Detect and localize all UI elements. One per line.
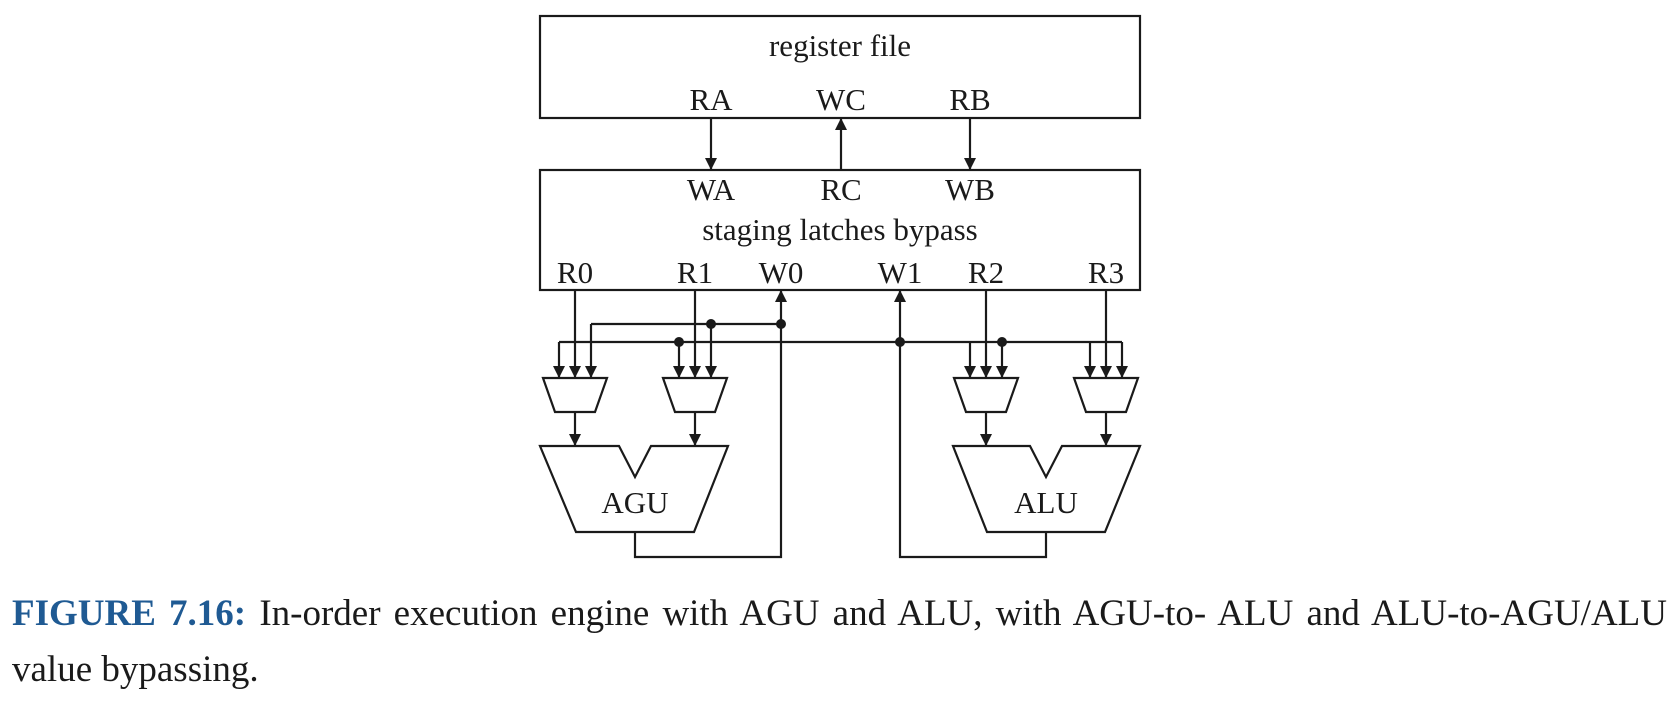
port-wa-label: WA xyxy=(687,172,736,207)
port-r3-label: R3 xyxy=(1088,255,1124,290)
execution-engine-diagram: register file RA WC RB WA RC WB staging … xyxy=(538,14,1142,559)
figure-label: FIGURE 7.16: xyxy=(12,593,247,634)
mux-r1 xyxy=(661,376,729,414)
port-ra-label: RA xyxy=(689,82,733,117)
port-rc-label: RC xyxy=(820,172,861,207)
port-wc-label: WC xyxy=(816,82,866,117)
junction-dot xyxy=(997,337,1007,347)
port-w0-label: W0 xyxy=(759,255,804,290)
junction-dot xyxy=(706,319,716,329)
mux-r2 xyxy=(952,376,1020,414)
port-rb-label: RB xyxy=(949,82,990,117)
junction-dot xyxy=(895,337,905,347)
alu-label: ALU xyxy=(1014,485,1078,520)
staging-latches-title: staging latches bypass xyxy=(702,212,978,247)
alu-unit xyxy=(951,444,1142,534)
register-file-title: register file xyxy=(769,28,911,63)
port-r1-label: R1 xyxy=(677,255,713,290)
alu-result-bus xyxy=(894,290,1048,559)
agu-unit xyxy=(538,444,730,534)
mux-r0 xyxy=(541,376,609,414)
agu-label: AGU xyxy=(601,485,668,520)
port-r2-label: R2 xyxy=(968,255,1004,290)
junction-dot xyxy=(776,319,786,329)
agu-result-bus xyxy=(633,290,787,559)
port-w1-label: W1 xyxy=(878,255,923,290)
figure-caption: FIGURE 7.16: In-order execution engine w… xyxy=(12,586,1667,698)
junction-dot xyxy=(674,337,684,347)
port-r0-label: R0 xyxy=(557,255,593,290)
port-wb-label: WB xyxy=(945,172,995,207)
figure-caption-text: In-order execution engine with AGU and A… xyxy=(12,593,1667,690)
mux-r3 xyxy=(1072,376,1140,414)
